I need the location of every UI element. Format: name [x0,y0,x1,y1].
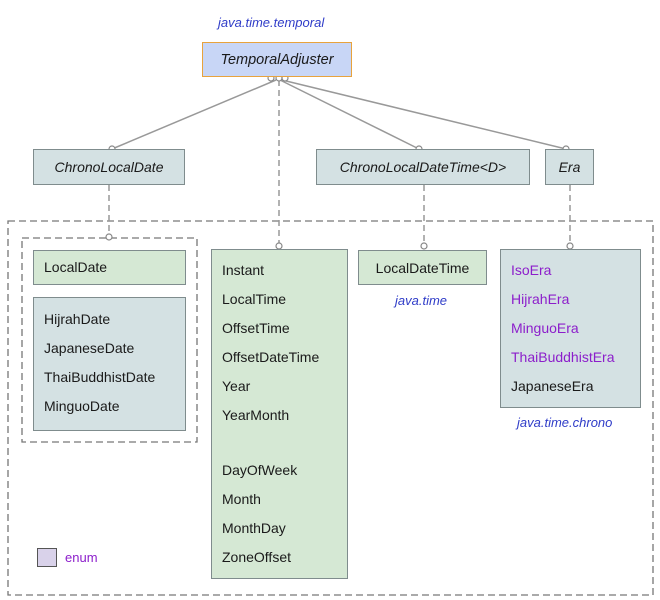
node-local-date[interactable]: LocalDate [33,250,186,285]
class-item-hijrahdate[interactable]: HijrahDate [44,311,111,327]
node-local-date-time[interactable]: LocalDateTime [358,250,487,285]
node-era[interactable]: Era [545,149,594,185]
era-item-isoera[interactable]: IsoEra [511,262,552,278]
implementations-group-border [7,220,654,596]
class-item-offsettime[interactable]: OffsetTime [222,320,290,336]
class-item-localtime[interactable]: LocalTime [222,291,287,307]
era-item-thaibuddhistera[interactable]: ThaiBuddhistEra [511,349,615,365]
package-label-temporal: java.time.temporal [218,15,325,30]
class-item-monthday[interactable]: MonthDay [222,520,286,536]
node-temporal-adjuster[interactable]: TemporalAdjuster [202,42,352,77]
class-item-japanesedate[interactable]: JapaneseDate [44,340,135,356]
node-chrono-local-date[interactable]: ChronoLocalDate [33,149,185,185]
local-date-group-border [21,237,198,443]
node-chrono-local-date-time[interactable]: ChronoLocalDateTime<D> [316,149,530,185]
legend-enum-label: enum [65,550,98,565]
class-item-dayofweek[interactable]: DayOfWeek [222,462,298,478]
legend-enum-swatch [37,548,57,567]
package-label-time: java.time [395,293,448,308]
class-item-thaibuddhistdate[interactable]: ThaiBuddhistDate [44,369,156,385]
extends-line-chronolocaldate [111,79,277,150]
class-item-yearmonth[interactable]: YearMonth [222,407,290,423]
era-item-hijrahera[interactable]: HijrahEra [511,291,570,307]
class-item-minguodate[interactable]: MinguoDate [44,398,120,414]
era-item-japaneseera[interactable]: JapaneseEra [511,378,594,394]
class-item-instant[interactable]: Instant [222,262,265,278]
extends-line-chronolocaldatetime [279,79,420,150]
extends-line-era [281,79,567,150]
class-item-year[interactable]: Year [222,378,251,394]
class-item-month[interactable]: Month [222,491,261,507]
class-item-zoneoffset[interactable]: ZoneOffset [222,549,292,565]
class-item-offsetdatetime[interactable]: OffsetDateTime [222,349,320,365]
era-item-minguoera[interactable]: MinguoEra [511,320,579,336]
package-label-chrono: java.time.chrono [517,415,613,430]
